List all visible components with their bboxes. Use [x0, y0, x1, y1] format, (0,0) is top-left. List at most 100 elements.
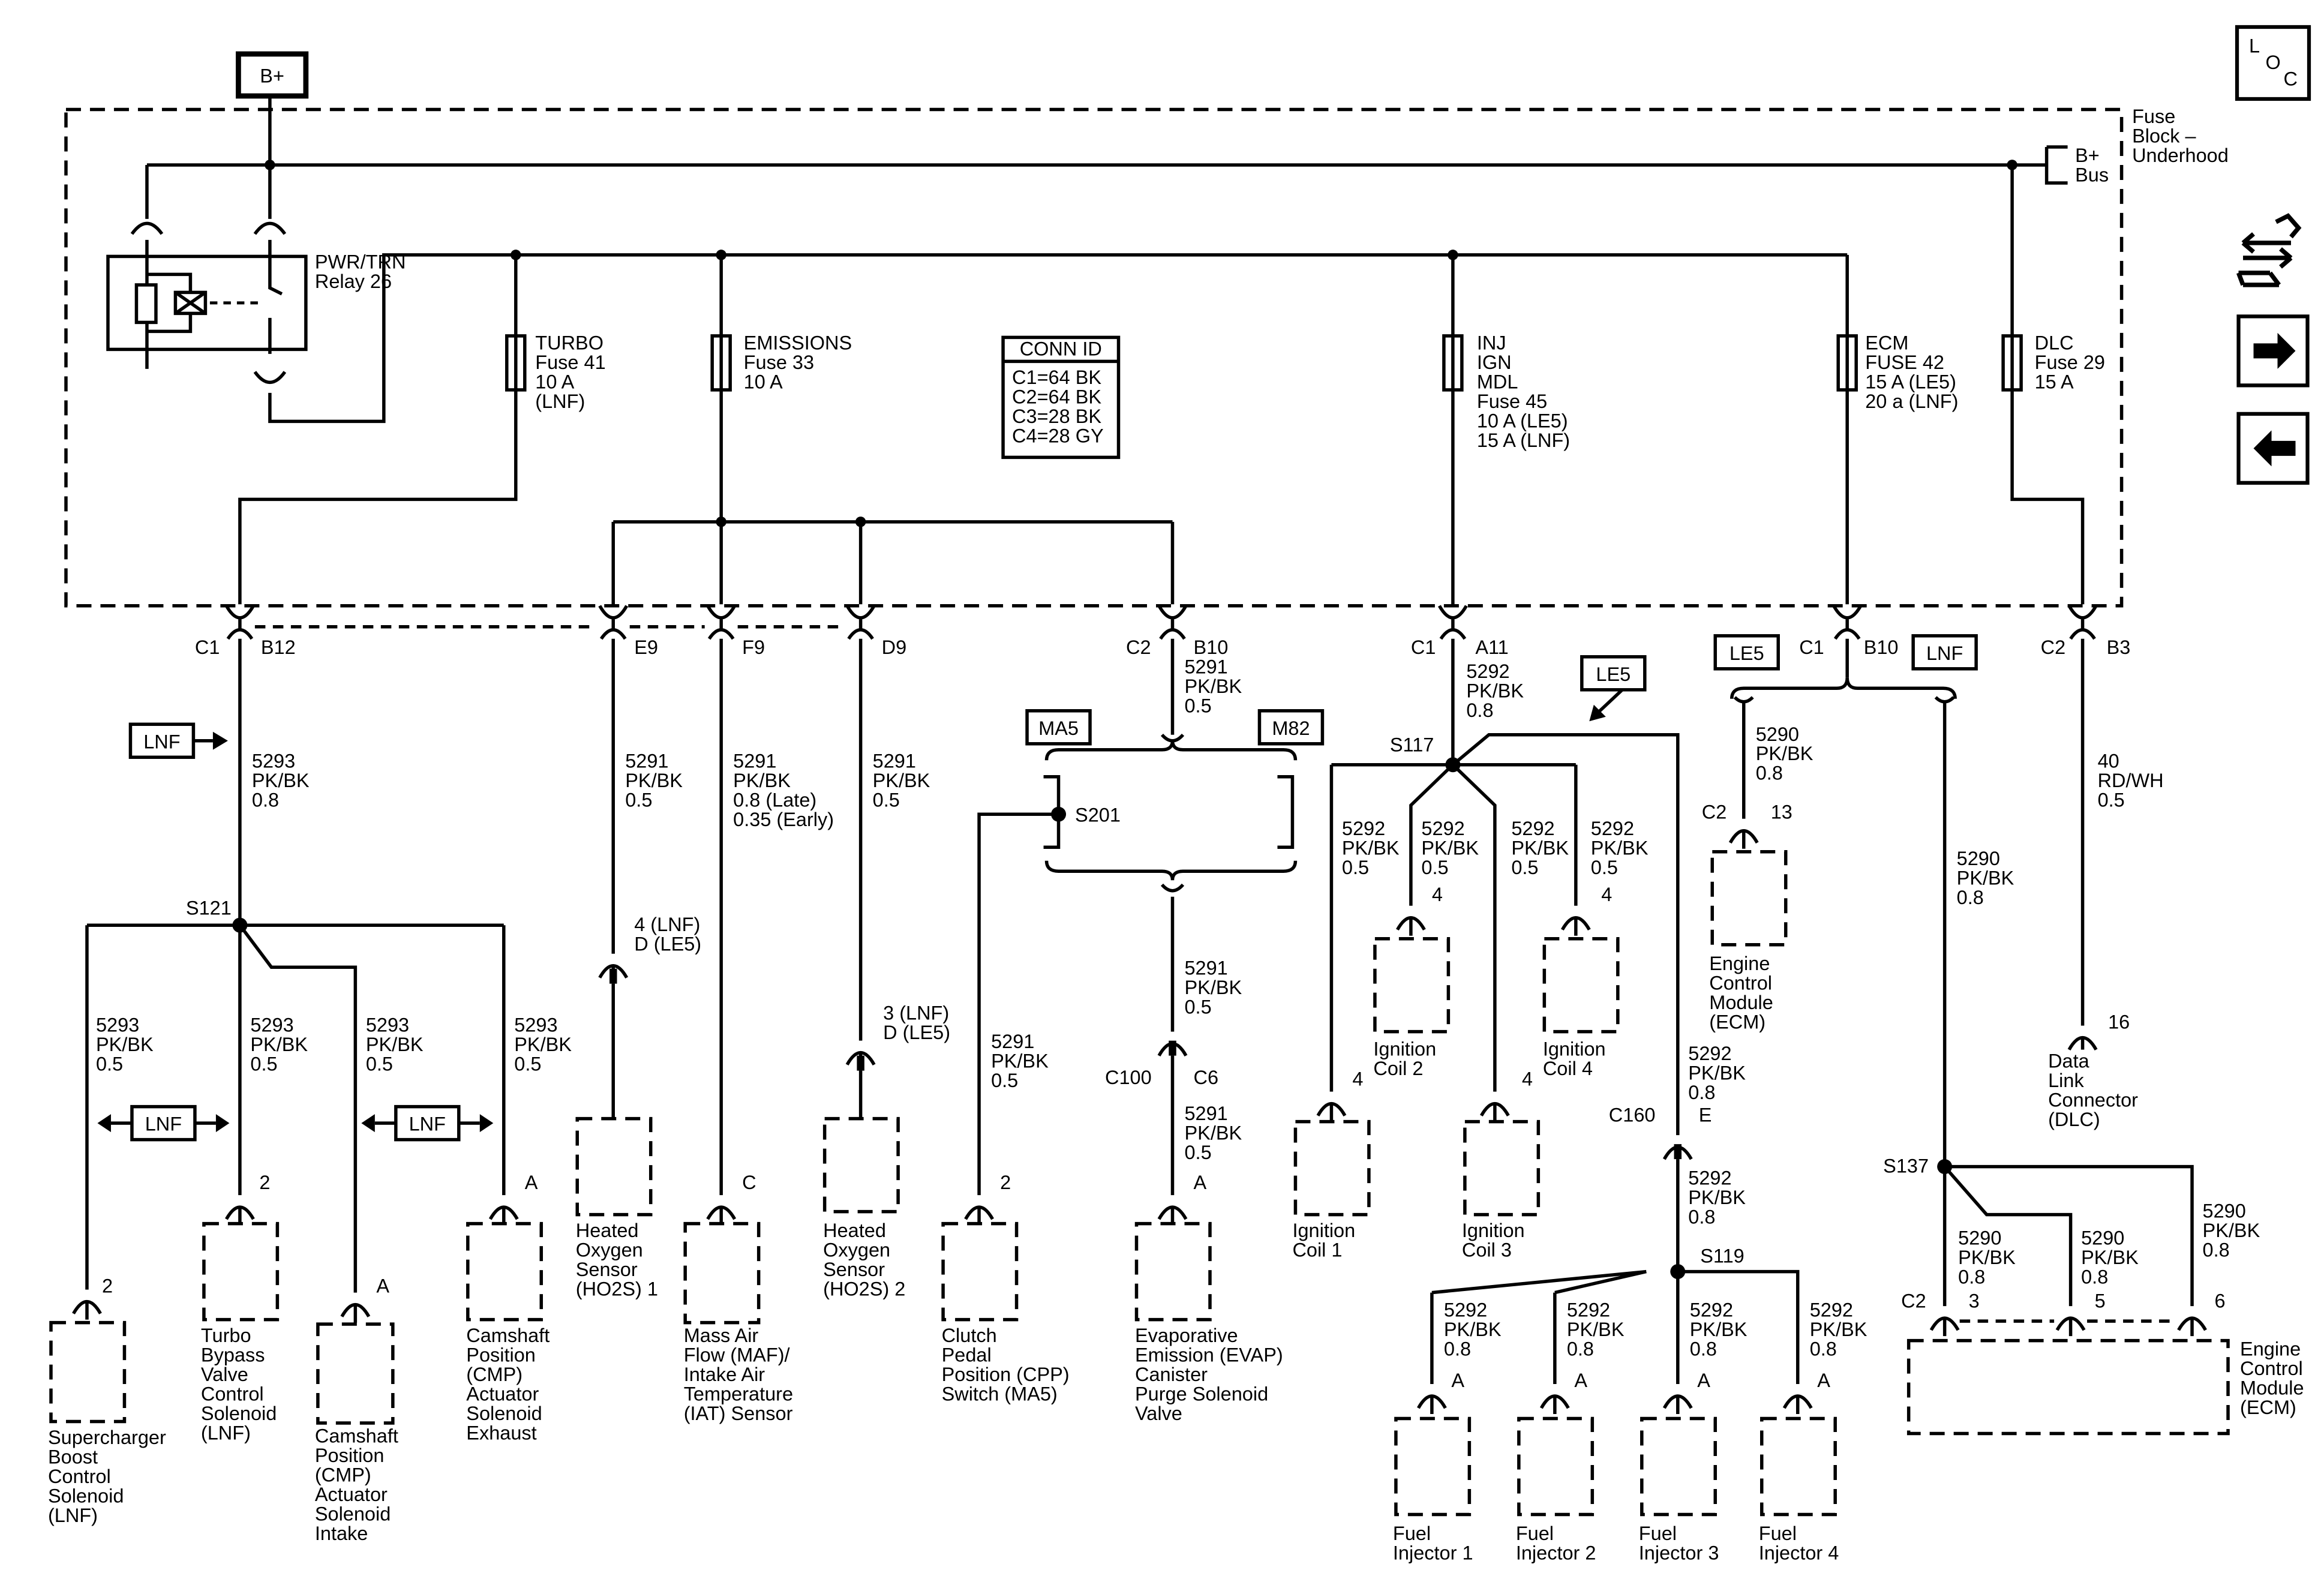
- wire-5293-main-1: 5293: [252, 751, 295, 772]
- wire-5292-i2-3: 0.8: [1567, 1338, 1594, 1360]
- wire-5290-3-3: 0.8: [1958, 1266, 1985, 1288]
- option-ma5: MA5: [1038, 718, 1079, 739]
- wire-5290-5-3: 0.8: [2081, 1266, 2108, 1288]
- option-le5-text-2: LE5: [1730, 643, 1764, 664]
- connector-c100: C100 C6 5291 PK/BK 0.5: [1105, 1040, 1242, 1196]
- heated-oxygen-sensor-1: Heated Oxygen Sensor (HO2S) 1: [576, 1220, 658, 1299]
- wire-5293-b-3: 0.5: [250, 1053, 277, 1075]
- label-ecm-top-3: Module: [1709, 992, 1773, 1013]
- wire-5291-e9-3: 0.5: [625, 789, 652, 811]
- wire-5290-mid-2: PK/BK: [1957, 867, 2014, 889]
- wire-5292-i1-3: 0.8: [1444, 1338, 1471, 1360]
- label-inj2-1: Fuel: [1516, 1523, 1554, 1544]
- cmp-actuator-exhaust: A Camshaft Position (CMP) Actuator Solen…: [466, 1172, 550, 1444]
- splice-s119-branch: S119 5292 PK/BK 0.8 5292 PK/BK 0.8 5292 …: [1430, 1245, 1867, 1385]
- wire-5291-f9-3: 0.8 (Late): [733, 789, 816, 811]
- connector-c160: C160 E 5292 PK/BK 0.8: [1609, 1104, 1746, 1272]
- pin-inj3: A: [1697, 1370, 1710, 1391]
- label-ho2s2-3: Sensor: [823, 1259, 885, 1280]
- label-coil3-2: Coil 3: [1462, 1239, 1512, 1261]
- wire-5291-d9-2: PK/BK: [873, 770, 930, 791]
- wire-5292-c4-1: 5292: [1591, 818, 1634, 839]
- fuse-dlc-line-1: DLC: [2035, 332, 2074, 353]
- option-lnf-text-4: LNF: [1926, 643, 1963, 664]
- label-inj1-1: Fuel: [1393, 1523, 1431, 1544]
- option-le5-arrow: LE5: [1580, 655, 1647, 722]
- wire-5291-c100b-1: 5291: [1184, 1103, 1227, 1124]
- supercharger-boost-solenoid: 2 Supercharger Boost Control Solenoid (L…: [48, 1275, 166, 1526]
- conn-label-ecm-bot-c2: C2: [1901, 1290, 1926, 1312]
- fuel-injector-3: A Fuel Injector 3: [1639, 1370, 1719, 1563]
- conn-label-b10c: B10: [1864, 637, 1899, 658]
- supply-b-plus-label: B+: [236, 51, 309, 99]
- wire-5292-i1-2: PK/BK: [1444, 1319, 1502, 1340]
- wire-5293-main-2: PK/BK: [252, 770, 310, 791]
- wire-5293-a-3: 0.5: [96, 1053, 123, 1075]
- wire-5291-f9-2: PK/BK: [733, 770, 791, 791]
- splice-s201: S201: [1075, 804, 1121, 826]
- pin-ho2s1: 4 (LNF): [634, 914, 700, 935]
- wire-5290-top-3: 0.8: [1756, 763, 1783, 784]
- splice-s137: S137: [1883, 1155, 1929, 1177]
- wire-5291-cpp-1: 5291: [991, 1031, 1034, 1052]
- label-ecm-top-2: Control: [1709, 972, 1772, 994]
- label-cmpi-4: Actuator: [315, 1484, 388, 1505]
- label-coil1-1: Ignition: [1292, 1220, 1355, 1241]
- wire-5292-c160b-1: 5292: [1688, 1167, 1731, 1189]
- wire-5290-6-2: PK/BK: [2203, 1220, 2260, 1241]
- wire-5293-a-2: PK/BK: [96, 1034, 154, 1055]
- splice-s121: S121: [186, 897, 232, 919]
- conn-label-c2d: C2: [2041, 637, 2066, 658]
- arrow-right-icon[interactable]: [2236, 314, 2310, 388]
- label-ho2s2-2: Oxygen: [823, 1239, 890, 1261]
- fuse-block-name-1: Fuse: [2132, 106, 2175, 127]
- wire-5292-c1-1: 5292: [1342, 818, 1385, 839]
- label-maf-1: Mass Air: [684, 1325, 759, 1346]
- evap-purge-solenoid: A Evaporative Emission (EVAP) Canister P…: [1134, 1172, 1283, 1424]
- pin-inj1: A: [1451, 1370, 1464, 1391]
- label-ho2s2-4: (HO2S) 2: [823, 1278, 905, 1300]
- wire-5292-c160b-2: PK/BK: [1688, 1187, 1746, 1208]
- ignition-coil-3: 4 Ignition Coil 3: [1462, 1068, 1541, 1261]
- label-inj3-1: Fuel: [1639, 1523, 1677, 1544]
- arrow-left-icon[interactable]: [2236, 412, 2310, 485]
- wire-5290-mid-3: 0.8: [1957, 887, 1984, 908]
- wire-5292-c160a-3: 0.8: [1688, 1082, 1715, 1103]
- wire-5290-3-1: 5290: [1958, 1227, 2001, 1249]
- circuit-5291-f9: 5291 PK/BK 0.8 (Late) 0.35 (Early) C: [683, 638, 834, 1325]
- conn-label-c100: C100: [1105, 1067, 1152, 1088]
- conn-label-c160: C160: [1609, 1104, 1656, 1126]
- wire-5292-i2-1: 5292: [1567, 1299, 1610, 1321]
- maf-iat-sensor: Mass Air Flow (MAF)/ Intake Air Temperat…: [684, 1325, 793, 1424]
- label-tbv-2: Bypass: [201, 1344, 265, 1366]
- label-cmpe-4: Actuator: [466, 1383, 539, 1405]
- wire-5291-f9-1: 5291: [733, 751, 776, 772]
- wire-5292-i2-2: PK/BK: [1567, 1319, 1625, 1340]
- wire-5291-f9-4: 0.35 (Early): [733, 809, 834, 830]
- wire-5292-c2-2: PK/BK: [1421, 837, 1479, 859]
- label-maf-4: Temperature: [684, 1383, 793, 1405]
- circuit-40-dlc: 40 RD/WH 0.5: [2080, 638, 2164, 1026]
- fuse-inj-line-1: INJ: [1477, 332, 1506, 353]
- wire-5291-cpp-3: 0.5: [991, 1070, 1018, 1091]
- option-ma5-box: [1025, 709, 1092, 746]
- wire-40-2: RD/WH: [2098, 770, 2164, 791]
- loc-letter-o: O: [2266, 52, 2281, 73]
- label-cpp-4: Switch (MA5): [942, 1383, 1058, 1405]
- label-coil2-2: Coil 2: [1373, 1058, 1423, 1079]
- wire-5292-i1-1: 5292: [1444, 1299, 1487, 1321]
- loc-badge[interactable]: L O C: [2235, 25, 2311, 101]
- ignition-coil-1: 4 Ignition Coil 1: [1292, 1068, 1371, 1261]
- fuse-emissions-line-3: 10 A: [744, 371, 783, 392]
- label-cmpe-3: (CMP): [466, 1364, 523, 1385]
- wire-5292-c2-3: 0.5: [1421, 857, 1448, 878]
- wire-5292-i4-2: PK/BK: [1810, 1319, 1867, 1340]
- fuse-ecm-line-4: 20 a (LNF): [1865, 391, 1958, 412]
- conn-label-ecm-top-c2: C2: [1702, 801, 1727, 823]
- conn-label-c1b: C1: [1411, 637, 1436, 658]
- conn-label-e: E: [1699, 1104, 1712, 1126]
- tools-icon[interactable]: [2236, 213, 2302, 287]
- pin-maf: C: [742, 1172, 756, 1193]
- label-evap-3: Canister: [1135, 1364, 1208, 1385]
- conn-label-b12: B12: [261, 637, 296, 658]
